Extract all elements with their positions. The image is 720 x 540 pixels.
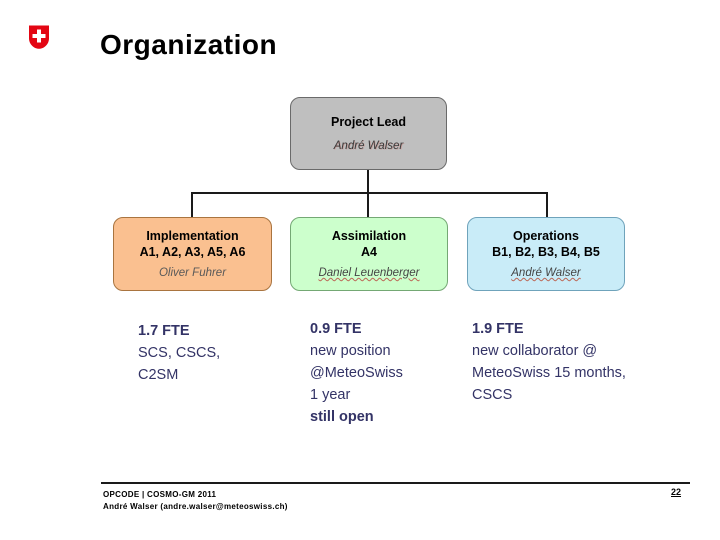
page-number: 22 bbox=[671, 487, 682, 497]
fte-line: 1 year bbox=[310, 387, 351, 403]
box-title: Assimilation bbox=[331, 229, 407, 243]
fte-line: CSCS bbox=[472, 387, 513, 403]
box-units: A1, A2, A3, A5, A6 bbox=[139, 245, 246, 259]
fte-heading: 1.9 FTE bbox=[472, 321, 524, 337]
orgchart-box-operations: Operations B1, B2, B3, B4, B5 André Wals… bbox=[467, 217, 625, 291]
box-person-name: André Walser bbox=[511, 267, 581, 279]
fte-heading: 0.9 FTE bbox=[310, 321, 362, 337]
fte-line: @MeteoSwiss bbox=[310, 365, 403, 381]
box-units: B1, B2, B3, B4, B5 bbox=[492, 245, 600, 259]
connector-drop-middle bbox=[367, 193, 369, 217]
fte-line: new position bbox=[310, 343, 391, 359]
fte-note-implementation: 1.7 FTE SCS, CSCS, C2SM bbox=[138, 320, 220, 386]
footer-divider bbox=[101, 482, 690, 484]
connector-drop-left bbox=[191, 193, 193, 217]
swiss-cross-logo bbox=[29, 25, 49, 49]
box-units: A4 bbox=[361, 245, 377, 259]
fte-heading: 1.7 FTE bbox=[138, 323, 190, 339]
footer: OPCODE | COSMO-GM 2011 André Walser (and… bbox=[103, 489, 288, 513]
footer-line-1: OPCODE | COSMO-GM 2011 bbox=[103, 490, 217, 499]
box-title: Implementation bbox=[146, 229, 239, 243]
connector-horizontal bbox=[191, 192, 548, 194]
fte-emphasis: still open bbox=[310, 409, 374, 425]
fte-line: SCS, CSCS, bbox=[138, 345, 221, 361]
fte-line: C2SM bbox=[138, 367, 179, 383]
connector-drop-right bbox=[546, 193, 548, 217]
box-title: Operations bbox=[513, 229, 579, 243]
orgchart-box-project-lead: Project Lead André Walser bbox=[290, 97, 447, 170]
fte-note-assimilation: 0.9 FTE new position @MeteoSwiss 1 year … bbox=[310, 318, 403, 428]
fte-line: MeteoSwiss 15 months, bbox=[472, 365, 626, 381]
box-person-name: Oliver Fuhrer bbox=[158, 267, 227, 279]
box-title: Project Lead bbox=[330, 115, 407, 129]
orgchart-box-implementation: Implementation A1, A2, A3, A5, A6 Oliver… bbox=[113, 217, 272, 291]
fte-note-operations: 1.9 FTE new collaborator @ MeteoSwiss 15… bbox=[472, 318, 626, 406]
fte-line: new collaborator @ bbox=[472, 343, 598, 359]
box-person-name: André Walser bbox=[333, 140, 404, 152]
footer-line-2: André Walser (andre.walser@meteoswiss.ch… bbox=[103, 502, 288, 511]
orgchart-box-assimilation: Assimilation A4 Daniel Leuenberger bbox=[290, 217, 448, 291]
box-person-name: Daniel Leuenberger bbox=[318, 267, 420, 279]
connector-root-stem bbox=[367, 169, 369, 193]
page-title: Organization bbox=[100, 29, 278, 60]
